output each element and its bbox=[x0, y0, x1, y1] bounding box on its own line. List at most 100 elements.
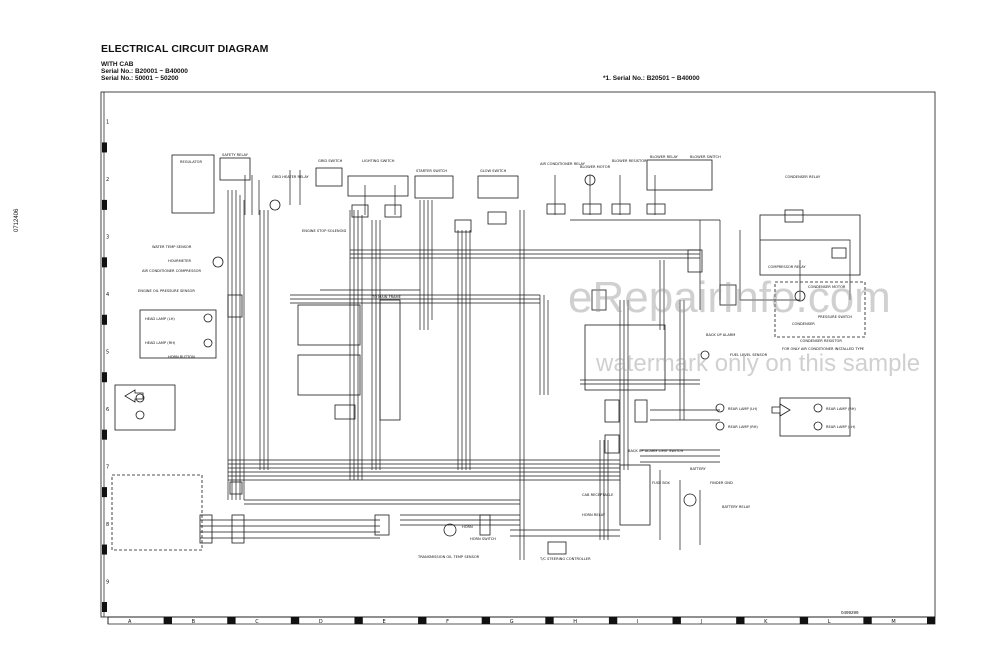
page-title: ELECTRICAL CIRCUIT DIAGRAM bbox=[101, 43, 269, 55]
blower-switch-block bbox=[646, 159, 713, 191]
column-block bbox=[163, 617, 172, 624]
lamp-symbols bbox=[124, 174, 823, 537]
condenser-frame bbox=[774, 281, 866, 338]
row-label: 3 bbox=[106, 235, 109, 241]
label-air-conditioner-relay: AIR CONDITIONER RELAY bbox=[540, 162, 586, 166]
label-finder-gnd: FINDER GND bbox=[710, 481, 733, 485]
label-grid-heater-relay: GRID HEATER RELAY bbox=[272, 175, 310, 179]
label-tc-steering-controller: T/C STEERING CONTROLLER bbox=[539, 557, 591, 561]
label-glow-switch: GLOW SWITCH bbox=[480, 169, 507, 173]
label-transmission-oil-temp-sensor: TRANSMISSION OIL TEMP SENSOR bbox=[417, 555, 480, 559]
condenser-motor-symbol bbox=[794, 290, 806, 302]
row-block bbox=[102, 429, 107, 440]
components bbox=[111, 154, 866, 555]
rear-lamp-m1-box bbox=[779, 397, 851, 437]
label-air-conditioner-compressor: AIR CONDITIONER COMPRESSOR bbox=[142, 269, 201, 273]
column-label: K bbox=[764, 619, 768, 625]
label-battery: BATTERY bbox=[690, 467, 707, 471]
to-steering-block bbox=[547, 541, 567, 555]
rear-lamp-lh-symbol bbox=[715, 403, 725, 413]
row-label: 5 bbox=[106, 350, 109, 356]
blower-motor-symbol bbox=[584, 174, 596, 186]
label-cab-receptacle: CAB RECEPTACLE bbox=[582, 493, 614, 497]
label-condenser-resistor: CONDENSER RESISTOR bbox=[800, 339, 842, 343]
head-lamp-lh-symbol bbox=[203, 313, 213, 323]
regulator-block bbox=[171, 154, 215, 214]
starter-switch-block bbox=[414, 175, 454, 199]
component-labels: REGULATOR SAFETY RELAY GRID SWITCH GRID … bbox=[138, 153, 865, 561]
center-relay-box bbox=[584, 324, 666, 391]
label-fuel-level-sensor: FUEL LEVEL SENSOR bbox=[730, 353, 768, 357]
label-lighting-switch: LIGHTING SWITCH bbox=[362, 159, 395, 163]
label-safety-relay: SAFETY RELAY bbox=[222, 153, 249, 157]
rear-lamp-symbol-1 bbox=[135, 393, 145, 403]
lighting-switch-block bbox=[347, 175, 409, 197]
grid-switch-block bbox=[315, 167, 343, 187]
row-block bbox=[102, 142, 107, 153]
label-to-main-frame: TO MAIN FRAME bbox=[371, 295, 402, 299]
glow-switch-block bbox=[477, 175, 519, 199]
column-block bbox=[608, 617, 617, 624]
arrow-left-symbol bbox=[124, 389, 144, 403]
row-block bbox=[102, 544, 107, 555]
row-block bbox=[102, 257, 107, 268]
label-back-up-alarm-limit-switch: BACK UP ALARM LIMIT SWITCH bbox=[628, 449, 683, 453]
lower-left-box bbox=[111, 474, 203, 551]
row-block bbox=[102, 602, 107, 612]
head-lamp-frame bbox=[139, 309, 217, 359]
rear-lamp-symbol-2 bbox=[135, 410, 145, 420]
label-blower-switch: BLOWER SWITCH bbox=[690, 155, 721, 159]
label-horn-switch: HORN SWITCH bbox=[470, 537, 496, 541]
label-regulator: REGULATOR bbox=[180, 160, 202, 164]
label-compressor-relay: COMPRESSOR RELAY bbox=[768, 265, 806, 269]
column-block bbox=[736, 617, 745, 624]
rear-lamp-m1-rh-symbol bbox=[813, 403, 823, 413]
to-main-frame-block bbox=[379, 299, 401, 421]
label-pressure-switch: PRESSURE SWITCH bbox=[818, 315, 852, 319]
label-condenser-relay: CONDENSER RELAY bbox=[785, 175, 821, 179]
rear-lamp-rh-symbol bbox=[715, 421, 725, 431]
main-panel-block bbox=[297, 304, 361, 346]
row-block bbox=[102, 199, 107, 210]
fuse-box-block bbox=[619, 464, 651, 526]
safety-relay-block bbox=[219, 157, 251, 181]
column-label: B bbox=[192, 619, 196, 625]
fuel-sensor-symbol bbox=[700, 350, 710, 360]
column-block bbox=[863, 617, 872, 624]
label-horn-relay: HORN RELAY bbox=[582, 513, 606, 517]
label-horn: HORN bbox=[462, 525, 473, 529]
serial-footnote: *1. Serial No.: B20501 ~ B40000 bbox=[603, 75, 700, 82]
label-rear-lamp-rh-m1: REAR LAMP (RH) bbox=[826, 407, 856, 411]
label-engine-stop-solenoid: ENGINE STOP SOLENOID bbox=[302, 229, 346, 233]
watermark-site: eRepairInfo.com bbox=[568, 273, 891, 322]
column-label: A bbox=[128, 619, 132, 625]
label-hourmeter: HOURMETER bbox=[168, 259, 191, 263]
label-starter-switch: STARTER SWITCH bbox=[416, 169, 447, 173]
horn-symbol bbox=[443, 523, 457, 537]
rear-lamp-m1-lh-symbol bbox=[813, 421, 823, 431]
label-back-up-alarm: BACK UP ALARM bbox=[706, 333, 735, 337]
row-label: 7 bbox=[106, 464, 109, 470]
drawing-code: 0499299 bbox=[841, 610, 859, 615]
row-block bbox=[102, 372, 107, 383]
air-conditioner-frame bbox=[759, 214, 861, 276]
row-block bbox=[102, 487, 107, 498]
label-rear-lamp-lh: REAR LAMP (LH) bbox=[728, 407, 758, 411]
row-label: 2 bbox=[106, 177, 109, 183]
column-block bbox=[481, 617, 490, 624]
column-label: H bbox=[573, 619, 577, 625]
column-block bbox=[418, 617, 427, 624]
rear-head-lamp-frame bbox=[114, 384, 176, 431]
row-label: 4 bbox=[106, 292, 109, 298]
column-block bbox=[545, 617, 554, 624]
column-block bbox=[227, 617, 236, 624]
serial-range-2: Serial No.: 50001 ~ 50200 bbox=[101, 75, 179, 82]
grid-heater-symbol bbox=[269, 199, 281, 211]
label-condenser-motor: CONDENSER MOTOR bbox=[808, 285, 846, 289]
variant-label: WITH CAB bbox=[101, 61, 134, 68]
column-label: G bbox=[510, 619, 514, 625]
watermark-notice: watermark only on this sample bbox=[596, 350, 921, 377]
